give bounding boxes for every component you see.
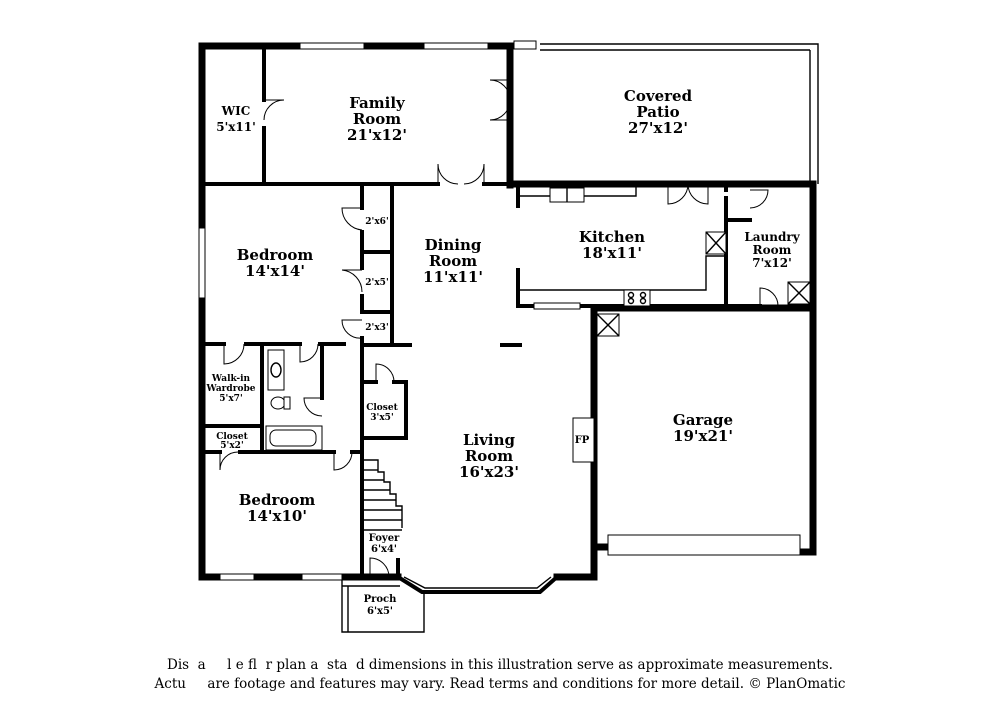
wic-size: 5'x11' [216, 120, 256, 134]
stove-icon [623, 289, 651, 307]
living-room-size: 16'x23' [459, 463, 519, 481]
family-room-name-1: Family [349, 94, 406, 112]
porch-size: 6'x5' [367, 606, 393, 617]
porch-name: Proch [364, 594, 398, 605]
dining-room-size: 11'x11' [423, 268, 483, 286]
foyer-name: Foyer [369, 533, 400, 544]
laundry-room-name-1: Laundry [744, 230, 800, 244]
walkin-wardrobe-name-1: Walk-in [211, 374, 251, 384]
fireplace-icon [572, 417, 595, 463]
patio-outline [540, 43, 819, 184]
disclaimer: Dis a l e fl r plan a sta d dimensions i… [0, 656, 1000, 694]
wic-name: WIC [221, 104, 251, 118]
covered-patio-size: 27'x12' [628, 119, 688, 137]
living-room-name-2: Room [465, 447, 513, 465]
family-room-size: 21'x12' [347, 126, 407, 144]
interior-walls [200, 44, 762, 579]
porch-outline [341, 580, 425, 633]
vanity-icon [267, 349, 285, 391]
closet-small-name: Closet [216, 432, 248, 442]
closet-center-size: 3'x5' [370, 413, 393, 423]
bedroom-top-name: Bedroom [237, 246, 314, 264]
toilet-icon [270, 396, 286, 410]
bedroom-bottom-name: Bedroom [239, 491, 316, 509]
walkin-wardrobe-name-2: Wardrobe [206, 384, 256, 394]
kitchen-size: 18'x11' [582, 244, 642, 262]
disclaimer-line-1: Dis a l e fl r plan a sta d dimensions i… [167, 657, 833, 673]
disclaimer-line-2: Actu are footage and features may vary. … [154, 676, 846, 692]
laundry-room-size: 7'x12' [752, 256, 792, 270]
kitchen-name: Kitchen [579, 228, 645, 246]
bedroom-bottom-size: 14'x10' [247, 507, 307, 525]
dining-room-name-1: Dining [425, 236, 482, 254]
walkin-wardrobe-size: 5'x7' [219, 394, 242, 404]
closet-small-size: 5'x2' [220, 441, 243, 451]
fixtures [265, 184, 811, 531]
dining-room-name-2: Room [429, 252, 477, 270]
garage-size: 19'x21' [673, 427, 733, 445]
garage-name: Garage [673, 411, 733, 429]
family-room-name-2: Room [353, 110, 401, 128]
room-labels: WIC 5'x11' Family Room 21'x12' Covered P… [206, 87, 801, 617]
closet-2x3-size: 2'x3' [365, 323, 388, 333]
covered-patio-name-1: Covered [624, 87, 693, 105]
closet-2x5-size: 2'x5' [365, 278, 388, 288]
stairs-icon [364, 459, 403, 531]
laundry-room-name-2: Room [753, 243, 792, 257]
bay-window [395, 574, 560, 594]
covered-patio-name-2: Patio [636, 103, 679, 121]
living-room-name-1: Living [463, 431, 516, 449]
foyer-size: 6'x4' [371, 544, 397, 555]
windows [198, 42, 801, 581]
bedroom-top-size: 14'x14' [245, 262, 305, 280]
doors [219, 40, 779, 578]
closet-center-name: Closet [366, 403, 398, 413]
closet-2x6-size: 2'x6' [365, 217, 388, 227]
fireplace-label: FP [575, 435, 590, 446]
